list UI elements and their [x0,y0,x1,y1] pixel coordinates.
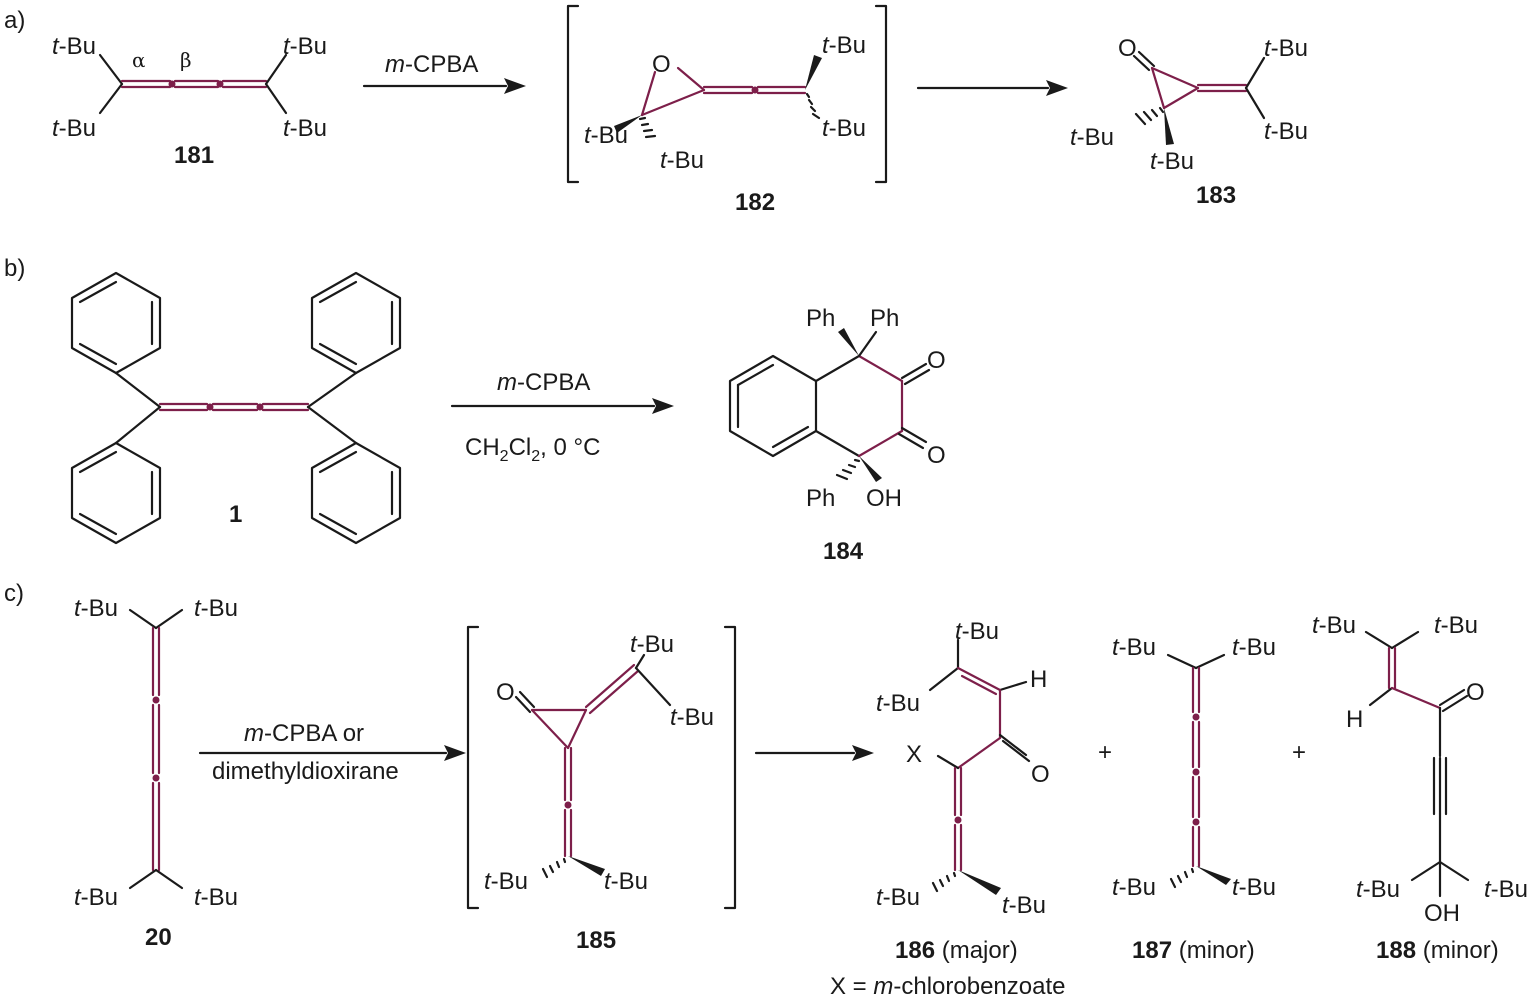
panel-a-label: a) [4,7,25,34]
svg-text:t-Bu: t-Bu [1232,874,1276,901]
compound-183: O t-Bu t-Bu t-Bu t-Bu 183 [1070,35,1308,209]
svg-text:t-Bu: t-Bu [1356,876,1400,903]
compound-label-187: 187 (minor) [1132,937,1255,964]
compound-20: t-Bu t-Bu t-Bu t-Bu 20 [74,595,238,951]
compound-label-181: 181 [174,142,214,169]
svg-text:O: O [496,679,515,706]
svg-text:t-Bu: t-Bu [52,115,96,142]
svg-text:Ph: Ph [806,485,835,512]
svg-text:H: H [1346,706,1363,733]
plus-1: + [1098,739,1112,766]
compound-label-20: 20 [145,924,172,951]
compound-181: t-Bu t-Bu t-Bu t-Bu α β 181 [52,33,327,169]
svg-text:O: O [927,442,946,469]
beta-label: β [180,48,192,72]
compound-label-183: 183 [1196,182,1236,209]
svg-text:O: O [1118,35,1137,62]
svg-text:t-Bu: t-Bu [1070,124,1114,151]
panel-c-label: c) [4,580,24,607]
svg-text:O: O [652,51,671,78]
svg-text:X: X [906,741,922,768]
svg-text:t-Bu: t-Bu [1312,612,1356,639]
plus-2: + [1292,739,1306,766]
svg-text:CH2Cl2, 0 °C: CH2Cl2, 0 °C [465,434,600,465]
svg-text:OH: OH [866,485,902,512]
svg-text:t-Bu: t-Bu [1264,118,1308,145]
svg-text:t-Bu: t-Bu [74,595,118,622]
bracket-185 [466,625,737,910]
svg-text:t-Bu: t-Bu [1112,634,1156,661]
arrow-c1: m-CPBA or dimethyldioxirane [198,720,466,785]
alpha-label: α [132,48,146,72]
compound-label-186: 186 (major) [895,937,1018,964]
svg-text:O: O [1031,761,1050,788]
svg-text:O: O [927,347,946,374]
compound-label-188: 188 (minor) [1376,937,1499,964]
svg-text:t-Bu: t-Bu [604,868,648,895]
svg-text:t-Bu: t-Bu [822,32,866,59]
svg-text:t-Bu: t-Bu [876,690,920,717]
compound-185: O t-Bu t-Bu t-Bu t-Bu 185 [484,631,714,954]
svg-text:dimethyldioxirane: dimethyldioxirane [212,758,399,785]
svg-text:O: O [1466,679,1485,706]
svg-text:t-Bu: t-Bu [955,618,999,645]
svg-text:t-Bu: t-Bu [1002,892,1046,919]
arrow-b: m-CPBA CH2Cl2, 0 °C [450,369,674,465]
svg-text:t-Bu: t-Bu [1150,148,1194,175]
compound-label-182: 182 [735,189,775,216]
svg-text:OH: OH [1424,900,1460,927]
arrow-a2 [916,80,1068,96]
svg-text:t-Bu: t-Bu [876,884,920,911]
compound-label-184: 184 [823,538,864,565]
svg-text:t-Bu: t-Bu [670,704,714,731]
svg-text:Ph: Ph [806,305,835,332]
compound-label-1: 1 [229,501,242,528]
svg-text:t-Bu: t-Bu [822,115,866,142]
svg-text:t-Bu: t-Bu [283,115,327,142]
panel-b-label: b) [4,255,25,282]
compound-184: O O Ph Ph Ph OH 184 [728,305,946,565]
svg-text:m-CPBA: m-CPBA [385,51,478,78]
svg-text:t-Bu: t-Bu [283,33,327,60]
svg-text:t-Bu: t-Bu [1264,35,1308,62]
arrow-c2 [754,745,874,761]
svg-text:H: H [1030,666,1047,693]
svg-text:Ph: Ph [870,305,899,332]
svg-text:t-Bu: t-Bu [1232,634,1276,661]
bracket-182 [566,4,888,184]
compound-187: t-Bu t-Bu t-Bu t-Bu 187 (minor) [1112,634,1276,964]
svg-text:t-Bu: t-Bu [74,884,118,911]
svg-text:t-Bu: t-Bu [1484,876,1528,903]
compound-186: O X t-Bu t-Bu H t-Bu t-Bu 186 (major) X … [830,618,1065,1000]
x-definition: X = m-chlorobenzoate [830,973,1065,1000]
svg-text:t-Bu: t-Bu [630,631,674,658]
svg-text:t-Bu: t-Bu [484,868,528,895]
compound-1: 1 [70,271,402,545]
svg-text:t-Bu: t-Bu [1112,874,1156,901]
compound-label-185: 185 [576,927,616,954]
svg-text:t-Bu: t-Bu [194,884,238,911]
svg-text:m-CPBA or: m-CPBA or [244,720,364,747]
svg-text:t-Bu: t-Bu [584,122,628,149]
svg-text:m-CPBA: m-CPBA [497,369,590,396]
svg-text:t-Bu: t-Bu [194,595,238,622]
svg-text:t-Bu: t-Bu [1434,612,1478,639]
compound-182: O t-Bu t-Bu t-Bu t-Bu 182 [584,32,866,216]
svg-text:t-Bu: t-Bu [52,33,96,60]
svg-text:t-Bu: t-Bu [660,147,704,174]
compound-188: O t-Bu t-Bu H t-Bu t-Bu OH 188 (minor) [1312,612,1528,964]
arrow-a1: m-CPBA [362,51,526,94]
